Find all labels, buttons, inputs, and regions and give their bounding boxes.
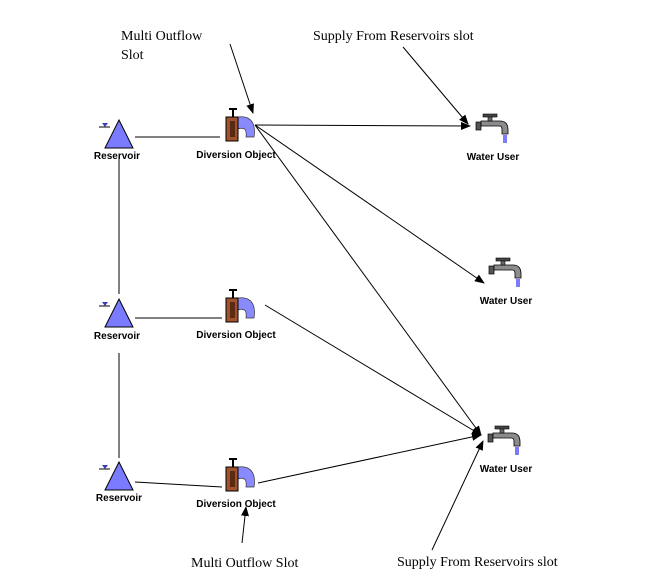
- reservoir-node-1[interactable]: Reservoir: [94, 119, 140, 162]
- reservoir-icon: [98, 461, 134, 491]
- reservoir-label: Reservoir: [96, 493, 142, 504]
- link-div1-user3: [254, 124, 482, 436]
- water-user-icon: [488, 257, 522, 288]
- callout-bottom-supply: Supply From Reservoirs slot: [397, 555, 558, 570]
- callout-arrow-top-supply: [402, 46, 469, 125]
- water-user-label: Water User: [480, 296, 533, 307]
- diversion-node-1[interactable]: Diversion Object: [196, 108, 276, 161]
- callout-bottom-multi-outflow: Multi Outflow Slot: [191, 556, 298, 571]
- diversion-node-2[interactable]: Diversion Object: [196, 289, 276, 341]
- links: [118, 121, 485, 488]
- water-user-node-3[interactable]: Water User: [480, 425, 533, 475]
- diversion-icon: [225, 108, 256, 142]
- callout-top-multi-outflow-line2: Slot: [121, 48, 144, 63]
- water-user-node-1[interactable]: Water User: [467, 113, 520, 163]
- link-div2-user3: [264, 304, 482, 436]
- water-user-icon: [475, 113, 509, 144]
- callout-arrows: [229, 43, 484, 551]
- link-div3-user3: [257, 432, 482, 484]
- diversion-label: Diversion Object: [196, 330, 276, 341]
- reservoir-node-3[interactable]: Reservoir: [96, 461, 142, 504]
- diversion-label: Diversion Object: [196, 499, 276, 510]
- reservoir-label: Reservoir: [94, 151, 140, 162]
- reservoir-icon: [98, 298, 134, 328]
- callout-top-supply: Supply From Reservoirs slot: [313, 29, 474, 44]
- callout-arrow-top-multi-outflow: [229, 43, 254, 114]
- diversion-icon: [225, 458, 256, 492]
- link-res3-div3: [134, 481, 223, 488]
- callout-top-multi-outflow-line1: Multi Outflow: [121, 29, 203, 44]
- water-user-node-2[interactable]: Water User: [480, 257, 533, 307]
- water-user-icon: [487, 425, 521, 456]
- diversion-label: Diversion Object: [196, 150, 276, 161]
- callout-arrow-bottom-supply: [431, 440, 484, 551]
- link-div1-user2: [254, 124, 485, 284]
- water-user-label: Water User: [480, 464, 533, 475]
- reservoir-label: Reservoir: [94, 331, 140, 342]
- diversion-icon: [225, 289, 256, 323]
- callout-arrow-bottom-multi-outflow: [241, 506, 249, 544]
- reservoir-node-2[interactable]: Reservoir: [94, 298, 140, 342]
- diversion-node-3[interactable]: Diversion Object: [196, 458, 276, 510]
- reservoir-icon: [98, 119, 134, 149]
- link-div1-user1: [254, 121, 471, 130]
- water-user-label: Water User: [467, 152, 520, 163]
